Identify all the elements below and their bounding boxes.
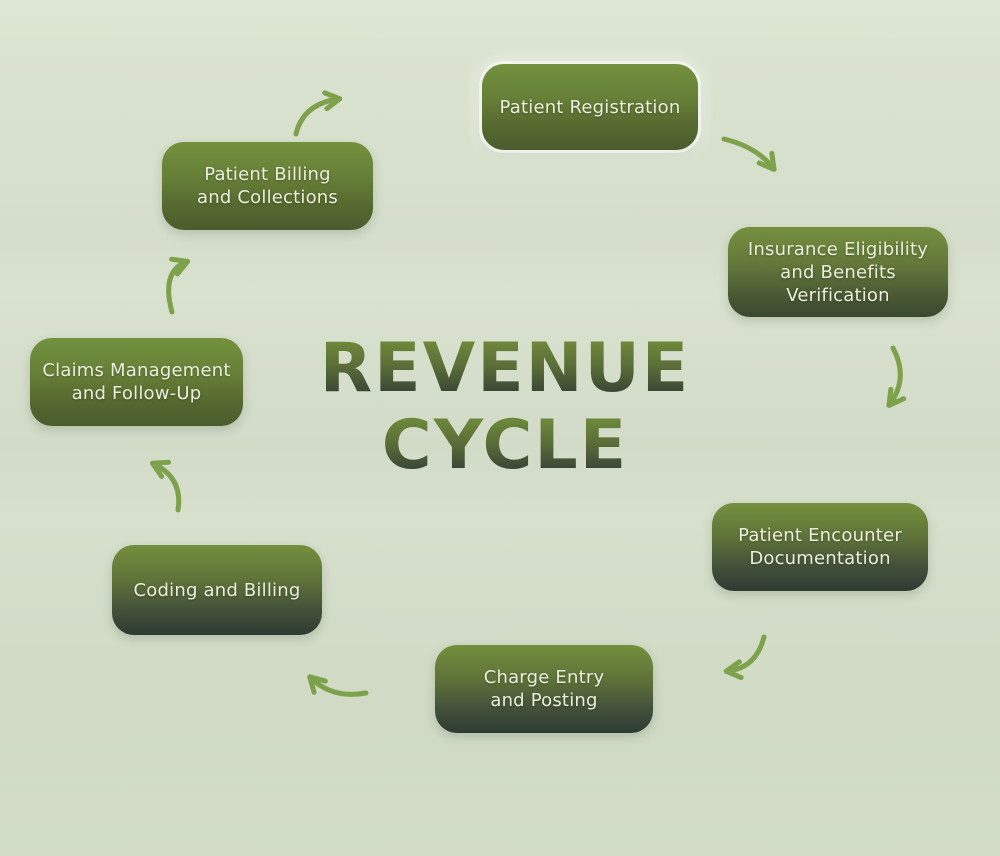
node-patient-billing-and-collections: Patient Billing and Collections [162,142,373,230]
arrow-billing-to-registration [293,90,343,137]
node-insurance-eligibility-benefits-verification: Insurance Eligibility and Benefits Verif… [728,227,948,317]
title-line-revenue: REVENUE [305,330,705,407]
node-patient-registration: Patient Registration [482,64,698,150]
node-claims-management-and-follow-up: Claims Management and Follow-Up [30,338,243,426]
node-label: Insurance Eligibility and Benefits Verif… [728,238,948,307]
arrow-claims-to-billing [166,256,191,315]
arrow-encounter-to-charge-entry [723,634,767,681]
title-line-cycle: CYCLE [305,407,705,484]
node-label: Patient Billing and Collections [162,163,373,209]
node-label: Patient Encounter Documentation [712,524,928,570]
arrow-registration-to-insurance [721,136,777,172]
node-text: Coding and Billing [133,579,301,601]
arrow-coding-to-claims [149,459,182,513]
node-text: and Follow-Up [71,383,202,404]
node-label: Patient Registration [482,96,698,119]
node-charge-entry-and-posting: Charge Entry and Posting [435,645,653,733]
node-text: and Collections [197,187,338,208]
diagram-title: REVENUE CYCLE [305,330,705,484]
node-text: Claims Management [42,360,231,381]
node-patient-encounter-documentation: Patient Encounter Documentation [712,503,928,591]
node-coding-and-billing: Coding and Billing [112,545,322,635]
node-text: Patient Encounter [738,525,902,546]
node-text: and Posting [490,690,598,711]
node-text: Charge Entry [483,667,605,688]
arrow-insurance-to-encounter [886,345,907,408]
node-text: Insurance Eligibility [747,238,929,260]
node-label: Claims Management and Follow-Up [30,359,243,405]
node-text: and Benefits Verification [780,261,896,306]
node-text: Patient Registration [499,96,681,118]
arrow-charge-entry-to-coding [307,674,369,697]
node-label: Coding and Billing [112,579,322,602]
node-text: Documentation [749,548,891,569]
node-label: Charge Entry and Posting [435,666,653,712]
node-text: Patient Billing [204,164,331,185]
